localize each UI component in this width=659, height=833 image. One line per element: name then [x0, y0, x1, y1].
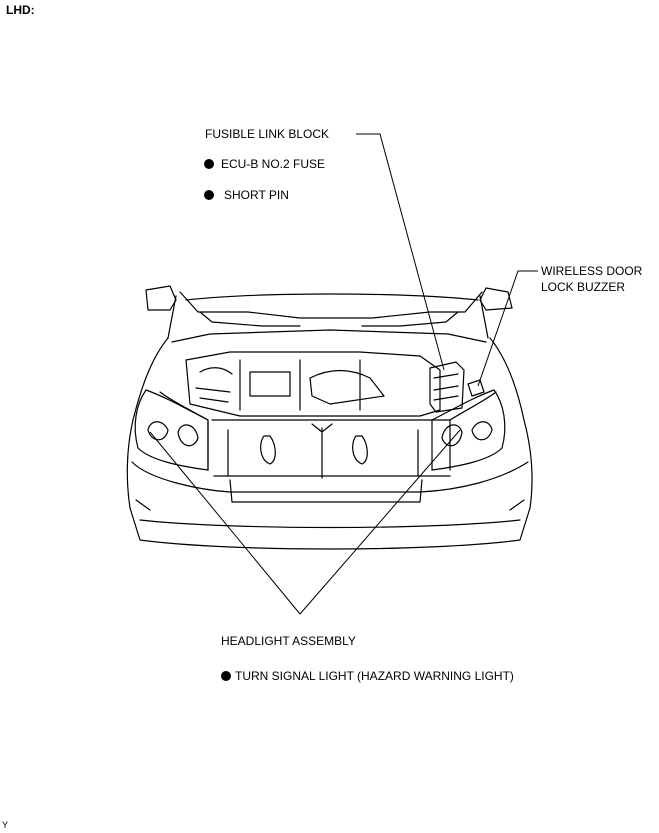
- label-wireless-door-line1: WIRELESS DOOR: [541, 264, 643, 278]
- headlight-left: [134, 389, 209, 471]
- label-wireless-door-line2: LOCK BUZZER: [541, 280, 626, 294]
- footer-mark: Y: [2, 820, 9, 830]
- label-turn-signal: TURN SIGNAL LIGHT (HAZARD WARNING LIGHT): [235, 669, 514, 683]
- label-fusible-link-block: FUSIBLE LINK BLOCK: [205, 127, 330, 141]
- bullet-icon: [221, 671, 231, 681]
- hood: [179, 291, 483, 319]
- mirror-left: [145, 285, 177, 311]
- bullet-icon: [204, 159, 214, 169]
- leader-headlight-right: [299, 429, 461, 615]
- fusible-link-block-shape: [429, 361, 465, 413]
- label-short-pin: SHORT PIN: [224, 188, 289, 202]
- car-body: [126, 337, 533, 550]
- page-header-label: LHD:: [6, 3, 35, 17]
- label-ecu-b-fuse-row: ECU-B NO.2 FUSE: [204, 157, 325, 171]
- label-short-pin-row: SHORT PIN: [204, 188, 289, 202]
- label-headlight-assembly: HEADLIGHT ASSEMBLY: [221, 634, 356, 648]
- buzzer-shape: [467, 379, 485, 397]
- headlight-right: [431, 389, 506, 471]
- mirror-right: [479, 287, 513, 311]
- front-bumper: [131, 461, 529, 493]
- leader-wireless-door-buzzer: [477, 270, 538, 387]
- leader-headlight-left: [149, 431, 301, 615]
- label-ecu-b-fuse: ECU-B NO.2 FUSE: [221, 157, 326, 171]
- bullet-icon: [204, 190, 214, 200]
- label-turn-signal-row: TURN SIGNAL LIGHT (HAZARD WARNING LIGHT): [221, 669, 514, 683]
- engine-block: [185, 351, 441, 417]
- leader-fusible-link-block: [356, 133, 445, 371]
